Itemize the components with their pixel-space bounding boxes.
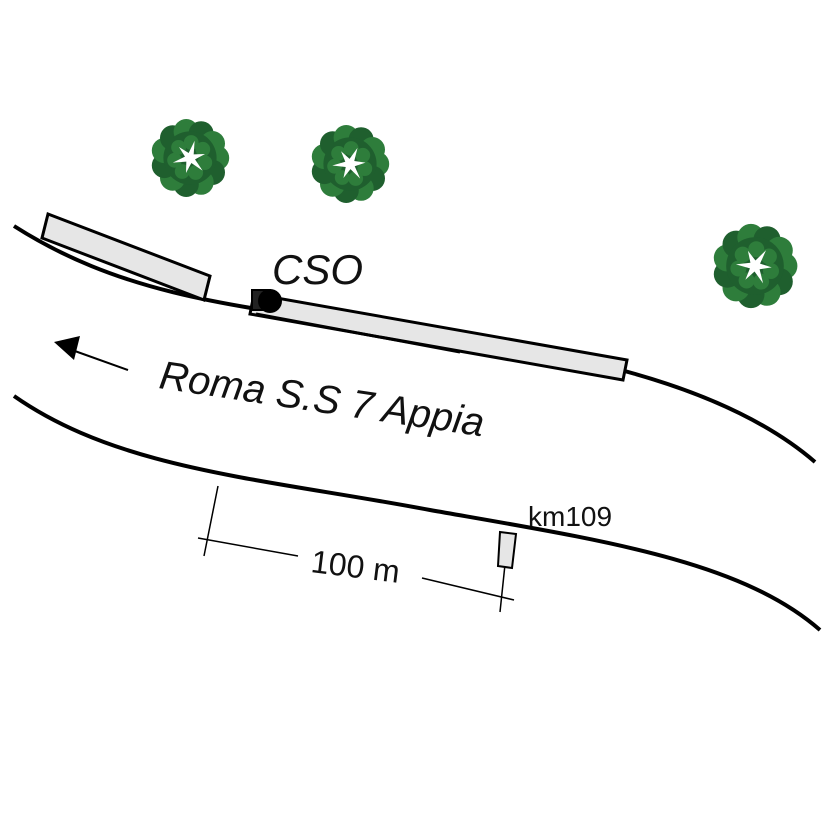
cso-site-marker	[258, 289, 282, 313]
roadside-structure-right	[248, 292, 629, 382]
structure-edge-line	[255, 312, 461, 354]
direction-arrow-icon	[54, 336, 80, 360]
tree-icon	[713, 223, 798, 309]
scale-tick-left	[203, 485, 219, 557]
km-marker-post	[496, 530, 518, 570]
roadside-structure-left	[40, 211, 212, 303]
direction-arrow-line	[71, 349, 129, 371]
km-marker-label: km109	[528, 501, 612, 532]
cso-label: CSO	[272, 246, 363, 293]
scale-bar-right	[421, 577, 515, 601]
tree-icon	[151, 119, 230, 197]
scale-bar-left	[197, 537, 299, 557]
scale-label: 100 m	[309, 543, 402, 590]
tree-icon	[311, 125, 390, 203]
road-label: Roma S.S 7 Appia	[157, 353, 487, 445]
road-lower-edge	[12, 394, 822, 632]
